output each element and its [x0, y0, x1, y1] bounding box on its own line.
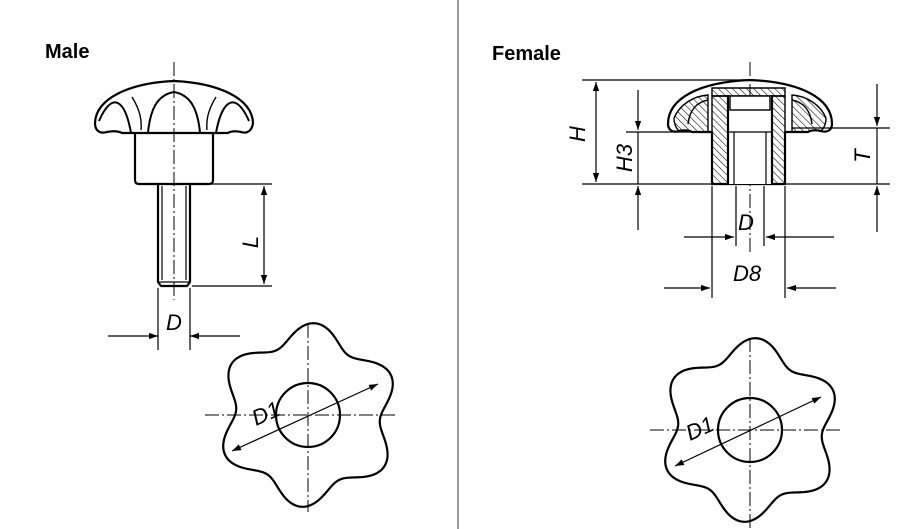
male-side-view — [93, 62, 255, 300]
male-diameter-dimension — [108, 288, 240, 350]
male-top-view — [205, 322, 398, 512]
female-height-dimension — [582, 79, 748, 185]
female-height-3-label: H3 — [612, 143, 637, 172]
female-heading: Female — [492, 43, 561, 65]
male-length-label: L — [238, 236, 263, 248]
female-thread-depth-dimension — [786, 84, 890, 232]
female-top-view — [650, 337, 840, 528]
male-diameter-label: D — [166, 310, 182, 335]
female-height-3-dimension — [626, 90, 712, 230]
male-length-dimension — [192, 183, 272, 287]
female-diameter-label: D — [738, 210, 754, 235]
female-diameter-8-dimension — [664, 186, 836, 298]
female-outer-diameter-label: D1 — [682, 411, 718, 445]
female-thread-depth-label: T — [850, 148, 875, 163]
female-diameter-8-label: D8 — [733, 261, 762, 286]
male-heading: Male — [45, 41, 89, 63]
female-section-view — [666, 62, 834, 255]
female-height-label: H — [565, 126, 590, 142]
female-diameter-dimension — [684, 186, 834, 246]
